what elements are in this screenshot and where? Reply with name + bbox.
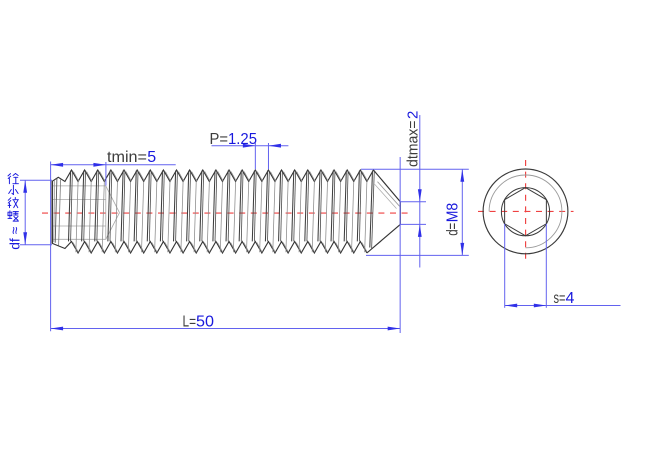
svg-text:df ≈: df ≈ — [7, 226, 23, 249]
svg-text:4: 4 — [566, 290, 575, 307]
svg-text:5: 5 — [147, 149, 156, 166]
svg-text:s=: s= — [554, 290, 566, 307]
svg-text:d=: d= — [444, 223, 461, 236]
svg-text:L=: L= — [183, 313, 197, 330]
svg-text:P=: P= — [210, 131, 229, 148]
svg-text:tmin=: tmin= — [107, 149, 147, 166]
svg-text:1.25: 1.25 — [228, 131, 257, 148]
svg-text:2: 2 — [405, 111, 422, 119]
svg-text:50: 50 — [196, 313, 214, 330]
svg-text:dtmax=: dtmax= — [405, 120, 422, 167]
svg-text:M8: M8 — [444, 203, 461, 223]
